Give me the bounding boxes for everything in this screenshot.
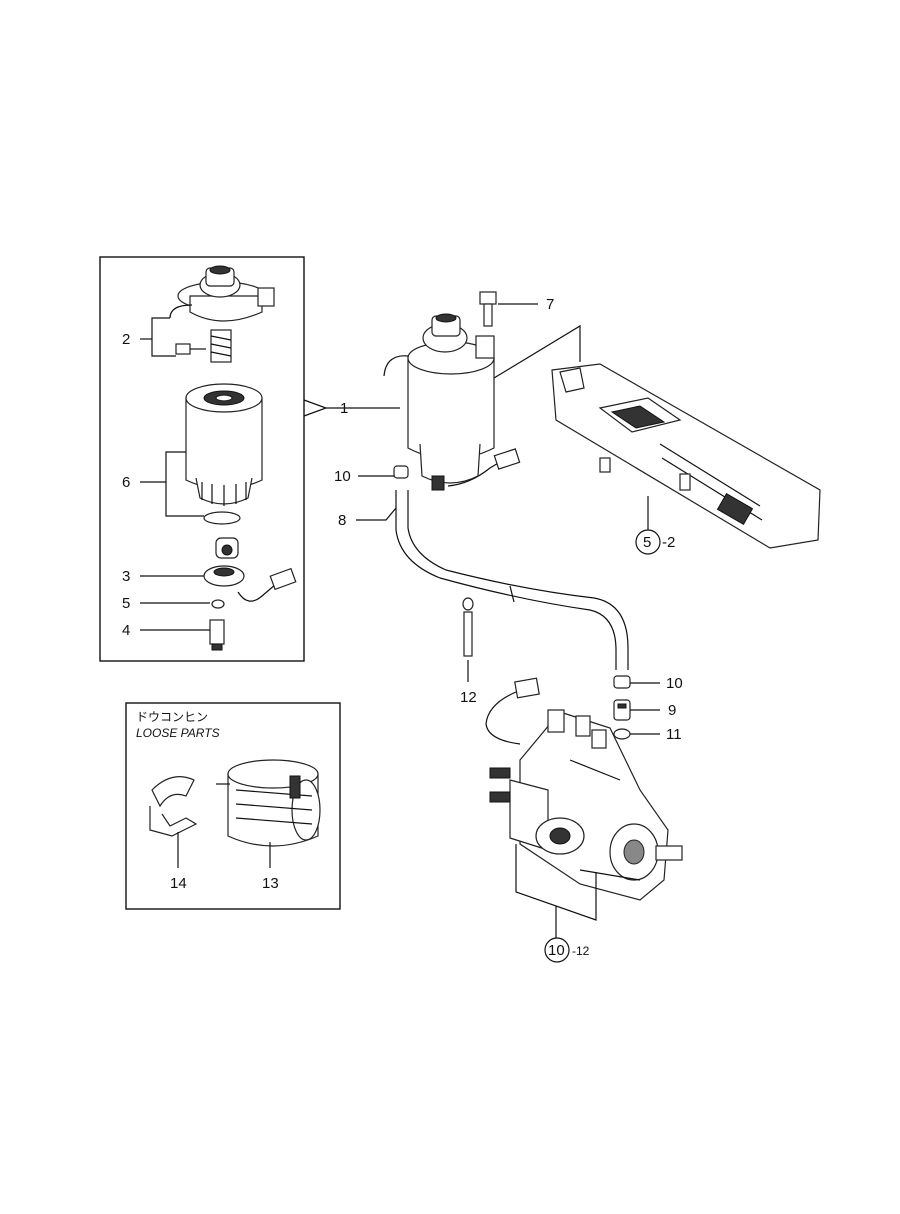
callout-3: 3 (122, 568, 130, 585)
leader-2 (151, 317, 176, 357)
lower-clamp-icon (613, 675, 631, 689)
callout-1: 1 (340, 400, 348, 417)
solenoid-icon (216, 759, 321, 847)
hose-clamp-icon (393, 465, 409, 479)
ref-circle-10 (544, 937, 570, 963)
injection-pump-icon (485, 677, 683, 901)
small-o-ring-icon (211, 599, 225, 609)
callout-9: 9 (668, 702, 676, 719)
loose-parts-title-en: LOOSE PARTS (136, 726, 220, 740)
bolt-icon (175, 343, 206, 355)
drain-plug-icon (209, 619, 225, 651)
washer-icon (613, 728, 631, 740)
sensor-connector-icon (237, 567, 297, 602)
callout-10b: 10 (666, 675, 683, 692)
callout-10a: 10 (334, 468, 351, 485)
loose-parts-title-jp: ドウコンヒン (136, 710, 208, 724)
callout-7: 7 (546, 296, 554, 313)
bracket-clip-icon (149, 776, 198, 837)
bowl-ring-icon (203, 565, 245, 587)
ref-circle-5 (635, 529, 661, 555)
ref-10-number: 10 (548, 942, 565, 959)
filter-head-icon (169, 265, 275, 322)
pipe-12-icon (462, 597, 474, 657)
sensor-cap-icon (215, 537, 239, 559)
callout-14: 14 (170, 875, 187, 892)
detail-pointer (303, 399, 328, 417)
ref-5-suffix: -2 (662, 534, 675, 551)
spring-icon (210, 329, 232, 363)
ref-5-number: 5 (643, 534, 651, 551)
fuel-hose-icon (395, 490, 617, 670)
banjo-fitting-icon (613, 699, 631, 721)
leader-8 (356, 507, 397, 521)
o-ring-icon (203, 511, 241, 525)
callout-5: 5 (122, 595, 130, 612)
loose-parts-box (125, 702, 341, 910)
filter-detail-box (99, 256, 305, 662)
leader-6 (165, 451, 204, 517)
bolt-7-icon (479, 291, 497, 327)
callout-13: 13 (262, 875, 279, 892)
fuel-filter-assembly-icon (383, 313, 521, 491)
filter-cartridge-icon (185, 383, 263, 506)
callout-8: 8 (338, 512, 346, 529)
callout-6: 6 (122, 474, 130, 491)
callout-12: 12 (460, 689, 477, 706)
callout-11: 11 (666, 726, 682, 743)
manifold-icon (551, 363, 821, 549)
callout-4: 4 (122, 622, 130, 639)
mount-line (493, 324, 581, 379)
callout-2: 2 (122, 331, 130, 348)
ref-10-suffix: -12 (572, 944, 590, 958)
